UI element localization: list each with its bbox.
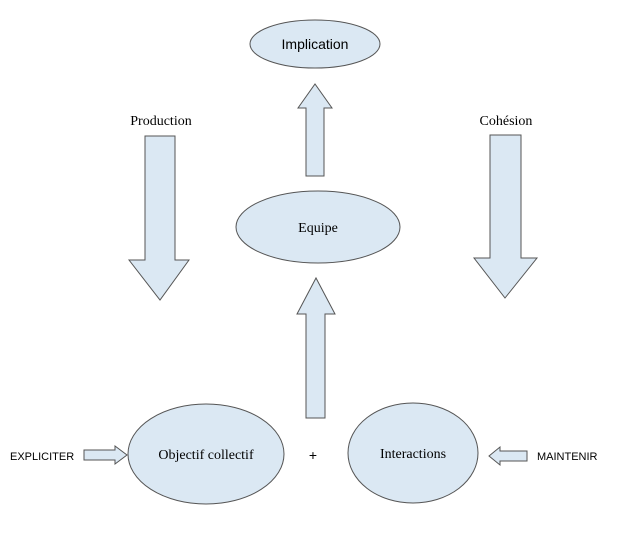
arrow-up-to-equipe — [296, 276, 336, 419]
arrow-down-cohesion — [472, 134, 539, 299]
label-production: Production — [130, 114, 191, 129]
node-interactions: Interactions — [347, 402, 479, 504]
plus-sign: + — [309, 447, 317, 463]
node-objectif-collectif-shape — [127, 403, 285, 505]
node-equipe: Equipe — [235, 190, 401, 264]
arrow-right-expliciter — [83, 445, 128, 465]
label-expliciter: EXPLICITER — [10, 451, 74, 463]
arrow-up-equipe-to-implication — [297, 83, 333, 177]
node-objectif-collectif: Objectif collectif — [127, 403, 285, 505]
node-objectif-collectif-label: Objectif collectif — [158, 448, 254, 463]
node-implication: Implication — [249, 19, 381, 69]
label-cohesion: Cohésion — [480, 114, 533, 129]
node-equipe-shape — [235, 190, 401, 264]
node-interactions-shape — [347, 402, 479, 504]
label-maintenir: MAINTENIR — [537, 451, 598, 463]
arrow-left-maintenir — [488, 445, 528, 467]
node-interactions-label: Interactions — [380, 447, 446, 462]
node-equipe-label: Equipe — [298, 221, 338, 236]
node-implication-label: Implication — [282, 36, 349, 52]
node-implication-shape — [249, 19, 381, 69]
arrow-down-production — [127, 135, 190, 301]
